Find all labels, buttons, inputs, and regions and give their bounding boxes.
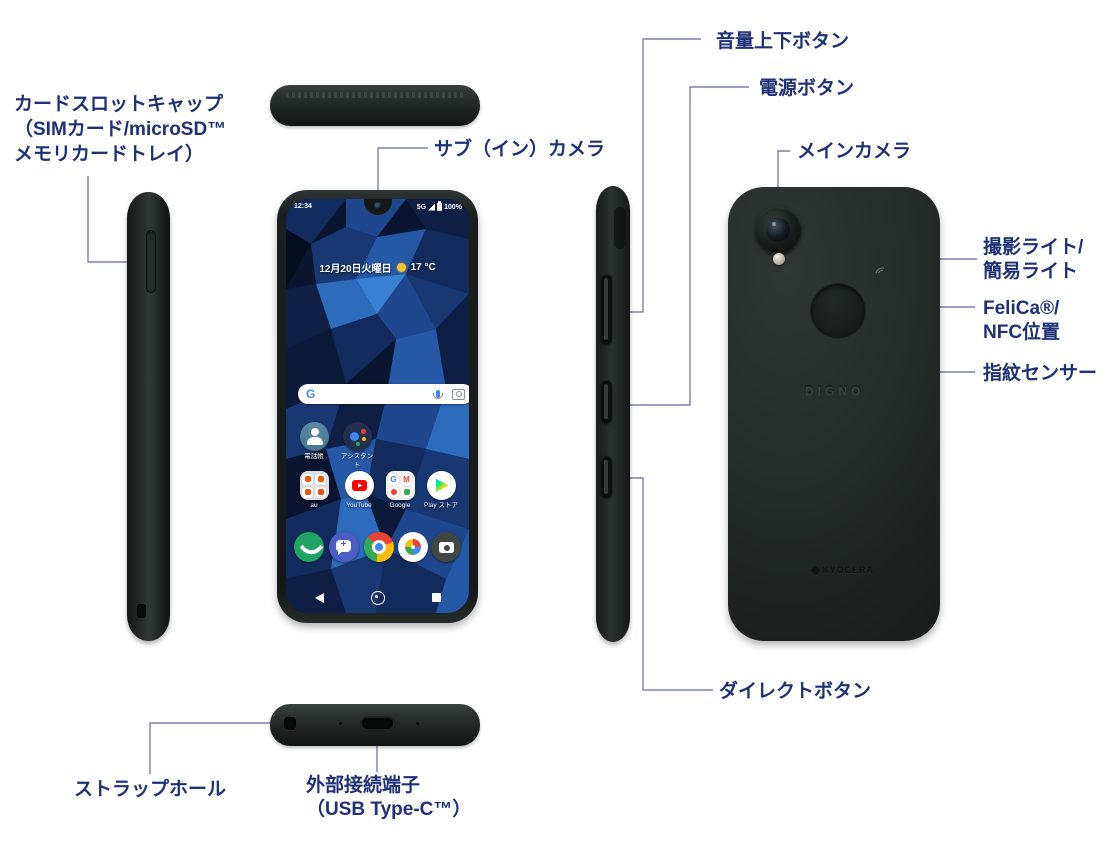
back-button[interactable] (315, 593, 324, 603)
mic-icon[interactable] (433, 390, 443, 399)
status-time: 12:34 (294, 203, 312, 210)
mic-hole (339, 722, 342, 725)
home-button[interactable] (371, 591, 385, 605)
app-label: アシスタント (340, 453, 374, 469)
label-power-button: 電源ボタン (759, 78, 855, 99)
recents-button[interactable] (432, 593, 441, 602)
volume-button (601, 274, 612, 344)
play-store-icon[interactable] (426, 471, 456, 500)
strap-hole (284, 717, 296, 730)
phone-top-view (270, 85, 480, 126)
date-weather-widget[interactable]: 12月20日火曜日 17 °C (286, 260, 469, 275)
widget-date: 12月20日火曜日 (319, 264, 392, 275)
google-search-bar[interactable]: G (298, 384, 469, 404)
digno-logo: DIGNO (805, 384, 865, 398)
card-slot-cap (146, 230, 156, 293)
google-logo: G (306, 387, 316, 401)
label-strap-hole: ストラップホール (74, 779, 227, 800)
label-fingerprint-sensor: 指紋センサー (983, 363, 1098, 384)
strap-hole-side (137, 604, 146, 618)
phone-bottom-view (270, 704, 480, 746)
label-volume-button: 音量上下ボタン (716, 31, 850, 52)
app-label: Play ストア (424, 502, 458, 509)
label-photo-light: 撮影ライト/ 簡易ライト (983, 237, 1084, 282)
navigation-bar (286, 591, 469, 605)
phone-back-view: DIGNO KYOCERA (728, 187, 940, 641)
mic-hole (416, 722, 419, 725)
phone-app-icon[interactable] (294, 532, 324, 562)
photo-light (773, 253, 785, 265)
top-edge-texture (286, 92, 464, 98)
messages-app-icon[interactable]: + (329, 532, 359, 562)
widget-temp: 17 °C (410, 262, 436, 273)
app-assistant[interactable]: アシスタント (335, 422, 379, 471)
felica-mark-icon (875, 267, 885, 274)
app-au-folder[interactable]: au (292, 471, 336, 511)
front-camera (374, 202, 382, 210)
assistant-app-icon[interactable] (342, 422, 372, 451)
app-google-folder[interactable]: G M Google (378, 471, 422, 511)
app-contacts[interactable]: 電話帳 (292, 422, 336, 462)
app-label: au (310, 502, 318, 509)
youtube-app-icon[interactable] (344, 471, 374, 500)
notch (364, 199, 392, 215)
usb-type-c-port (362, 718, 393, 729)
app-play-store[interactable]: Play ストア (419, 471, 463, 511)
app-label: Google (389, 502, 411, 509)
camera-bulge (614, 207, 626, 249)
main-camera (755, 207, 801, 253)
label-felica-nfc: FeliCa®/ NFC位置 (983, 298, 1061, 343)
app-label: 電話帳 (304, 453, 324, 460)
label-usb-port: 外部接続端子 （USB Type-C™） (306, 775, 472, 820)
phone-screen: 12:34 5G 100% 12月20日火曜日 17 °C G (286, 199, 469, 613)
google-folder-icon[interactable]: G M (385, 471, 415, 500)
photos-app-icon[interactable] (398, 532, 428, 562)
status-network: 5G (416, 203, 427, 211)
contacts-app-icon[interactable] (299, 422, 329, 451)
direct-button (601, 456, 612, 498)
phone-front-view: 12:34 5G 100% 12月20日火曜日 17 °C G (277, 190, 478, 623)
camera-app-icon[interactable] (431, 532, 461, 562)
sun-icon (396, 263, 406, 272)
phone-right-side-view (596, 186, 630, 642)
battery-icon (437, 201, 443, 211)
label-sub-camera: サブ（イン）カメラ (434, 139, 606, 160)
power-button (601, 380, 612, 423)
chrome-app-icon[interactable] (364, 532, 394, 562)
phone-left-side-view (127, 192, 170, 641)
kyocera-logo: KYOCERA (810, 565, 874, 575)
app-label: YouTube (346, 502, 372, 509)
fingerprint-sensor (811, 284, 865, 338)
label-direct-button: ダイレクトボタン (719, 681, 872, 702)
signal-icon (428, 203, 436, 211)
status-battery: 100% (444, 203, 462, 211)
app-youtube[interactable]: YouTube (337, 471, 381, 511)
kyocera-mark-icon (810, 565, 821, 575)
label-card-slot-cap: カードスロットキャップ （SIMカード/microSD™ メモリカードトレイ） (14, 94, 227, 166)
camera-lens-icon[interactable] (452, 388, 465, 400)
status-bar: 12:34 5G 100% (286, 201, 469, 214)
au-folder-icon[interactable] (299, 471, 329, 500)
label-main-camera: メインカメラ (797, 141, 912, 162)
